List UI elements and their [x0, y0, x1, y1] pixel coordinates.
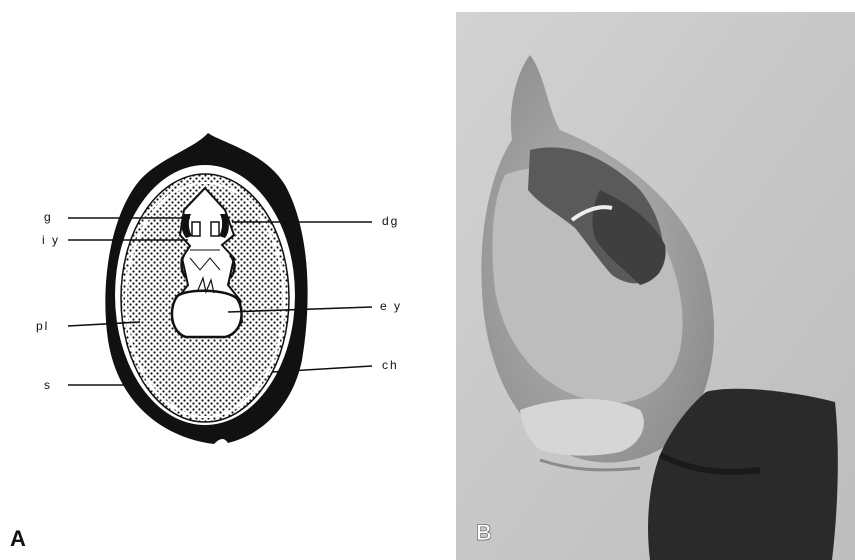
- panel-a-letter: A: [10, 526, 26, 551]
- panel-b-letter: B: [476, 520, 492, 545]
- label-iy: i y: [42, 233, 60, 247]
- emerging-tissue: [520, 399, 644, 456]
- label-dg: dg: [382, 214, 399, 228]
- label-pl: pl: [36, 319, 49, 333]
- label-g: g: [44, 210, 53, 224]
- label-ey: e y: [380, 299, 402, 313]
- label-s: s: [44, 378, 52, 392]
- panel-b-photo: B: [456, 12, 855, 560]
- panel-a-diagram: g i y pl s dg e y ch A: [10, 133, 402, 551]
- label-ch: ch: [382, 358, 399, 372]
